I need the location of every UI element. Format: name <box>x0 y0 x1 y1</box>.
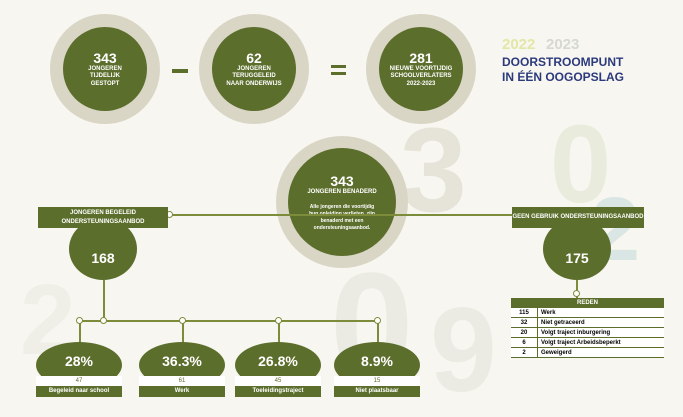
tree-drop <box>182 320 184 344</box>
stopped-circle: 343 JONGEREN TIJDELIJK GESTOPT <box>63 27 147 111</box>
reden-connector <box>576 280 578 298</box>
center-description: Alle jongeren die voortijdig hun opleidi… <box>309 204 375 231</box>
outcome-card: 36.3% 61 Werk <box>139 342 225 398</box>
outcome-label: Toeleidingstraject <box>235 386 321 397</box>
outcome-card: 28% 47 Begeleid naar school <box>36 342 122 398</box>
returned-label: JONGEREN TERUGGELEID NAAR ONDERWIJS <box>226 65 282 87</box>
stopped-label: JONGEREN TIJDELIJK GESTOPT <box>88 65 122 87</box>
reden-count: 2 <box>511 347 538 358</box>
left-branch-circle: 168 <box>69 218 137 280</box>
equals-sign-top <box>331 65 346 68</box>
connector-dot <box>100 317 107 324</box>
bg-digit: 0 <box>550 103 612 226</box>
reden-count: 32 <box>511 317 538 328</box>
outcome-count: 45 <box>235 376 321 386</box>
bg-digit: 3 <box>400 103 467 237</box>
reden-label: Volgt traject inburgering <box>537 327 664 338</box>
reden-label: Volgt traject Arbeidsbeperkt <box>537 337 664 348</box>
connector-dot <box>374 317 381 324</box>
right-branch-circle: 175 <box>543 218 611 280</box>
page-title: DOORSTROOMPUNT IN ÉÉN OOGOPSLAG <box>502 55 624 85</box>
reden-label: Niet getraceerd <box>537 317 664 328</box>
returned-value: 62 <box>246 49 262 66</box>
connector-dot <box>179 317 186 324</box>
stopped-value: 343 <box>93 49 117 66</box>
reden-label: Werk <box>537 308 664 318</box>
bg-digit: 9 <box>430 283 497 417</box>
center-value: 343 <box>330 172 354 189</box>
reden-count: 20 <box>511 327 538 338</box>
reden-count: 6 <box>511 337 538 348</box>
connector-line <box>140 214 544 216</box>
new-period: 2022-2023 <box>406 80 436 87</box>
title-line-2: IN ÉÉN OOGOPSLAG <box>502 70 625 84</box>
tree-drop <box>278 320 280 344</box>
outcome-card: 26.8% 45 Toeleidingstraject <box>235 342 321 398</box>
outcome-count: 47 <box>36 376 122 386</box>
right-branch-banner: GEEN GEBRUIK ONDERSTEUNINGSAANBOD <box>512 207 644 228</box>
reden-header: REDEN <box>511 298 664 308</box>
outcome-label: Begeleid naar school <box>36 386 122 397</box>
connector-dot <box>76 317 83 324</box>
tree-drop <box>377 320 379 344</box>
minus-sign <box>172 69 188 73</box>
outcome-count: 61 <box>139 376 225 386</box>
right-branch-value: 175 <box>565 250 589 266</box>
title-year-a: 2022 <box>502 36 536 53</box>
left-branch-banner: JONGEREN BEGELEID ONDERSTEUNINGSAANBOD <box>38 207 168 228</box>
center-circle: 343 JONGEREN BENADERD Alle jongeren die … <box>288 148 396 256</box>
title-line-1: DOORSTROOMPUNT <box>502 55 624 69</box>
returned-circle: 62 JONGEREN TERUGGELEID NAAR ONDERWIJS <box>212 27 296 111</box>
reden-label: Geweigerd <box>537 347 664 358</box>
connector-dot <box>275 317 282 324</box>
outcome-count: 15 <box>334 376 420 386</box>
equals-sign-bottom <box>331 72 346 75</box>
new-label: NIEUWE VOORTIJDIG SCHOOLVERLATERS <box>389 65 453 80</box>
center-label: JONGEREN BENADERD <box>307 188 377 195</box>
tree-drop <box>79 320 81 344</box>
title-year-b: 2023 <box>546 36 580 53</box>
new-value: 281 <box>409 49 433 66</box>
left-branch-value: 168 <box>91 250 115 266</box>
connector-dot <box>573 290 580 297</box>
tree-bar <box>79 320 379 322</box>
reden-count: 115 <box>511 308 538 318</box>
new-circle: 281 NIEUWE VOORTIJDIG SCHOOLVERLATERS 20… <box>379 27 463 111</box>
tree-trunk <box>103 280 105 320</box>
outcome-card: 8.9% 15 Niet plaatsbaar <box>334 342 420 398</box>
outcome-label: Werk <box>139 386 225 397</box>
outcome-label: Niet plaatsbaar <box>334 386 420 397</box>
